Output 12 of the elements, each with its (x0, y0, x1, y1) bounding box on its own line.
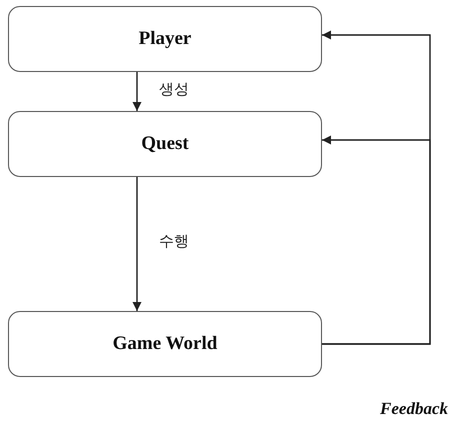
process-box (8, 6, 322, 72)
edge-label: 수행 (159, 234, 189, 249)
arrow (132, 177, 142, 311)
process-box (8, 311, 322, 377)
box-label: Quest (141, 132, 189, 156)
edge-label: 생성 (159, 82, 189, 96)
box-label: Player (138, 26, 192, 51)
arrow (132, 72, 142, 111)
box-label: Game World (112, 332, 218, 356)
feedback-label: Feedback (380, 400, 448, 417)
arrow (322, 136, 431, 345)
process-box (8, 111, 322, 177)
